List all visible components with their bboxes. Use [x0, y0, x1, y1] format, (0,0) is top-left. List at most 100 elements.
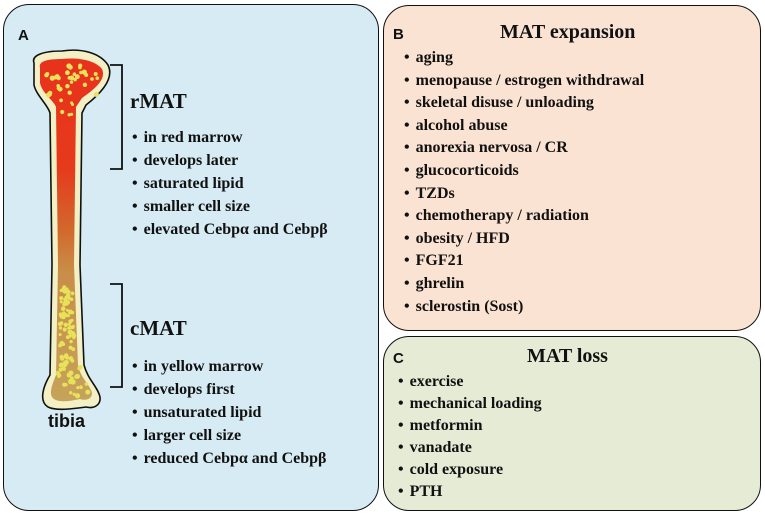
list-item: glucocorticoids [404, 160, 644, 183]
list-item: anorexia nervosa / CR [404, 137, 644, 160]
fat-cells [44, 63, 100, 399]
fat-cell [71, 331, 76, 336]
list-item: skeletal disuse / unloading [404, 92, 644, 115]
fat-cell [71, 347, 76, 352]
fat-cell [74, 393, 81, 399]
fat-cell [64, 295, 69, 300]
fat-cell [63, 362, 68, 368]
list-item: aging [404, 47, 644, 70]
fat-cell [84, 382, 89, 386]
fat-cell [75, 74, 80, 80]
list-item: exercise [398, 371, 542, 393]
fat-cell [95, 76, 100, 80]
fat-cell [76, 386, 80, 390]
list-item: PTH [398, 481, 542, 503]
rmat-label: rMAT [130, 89, 187, 113]
tibia-illustration [32, 49, 123, 411]
list-item: saturated lipid [132, 172, 328, 195]
fat-cell [93, 72, 98, 76]
fat-cell [82, 82, 88, 88]
fat-cell [70, 310, 75, 315]
fat-cell [69, 297, 74, 302]
fat-cell [60, 306, 66, 312]
fat-cell [61, 366, 66, 371]
fat-cell [68, 357, 73, 361]
list-item: cold exposure [398, 459, 542, 481]
fat-cell [61, 287, 66, 291]
fat-cell [93, 92, 99, 97]
fat-cell [70, 101, 74, 105]
fat-cell [65, 70, 70, 76]
fat-cell [57, 373, 62, 378]
fat-cell [72, 336, 76, 340]
fat-cell [75, 373, 80, 379]
fat-cell [73, 77, 77, 82]
fat-cell [69, 80, 74, 84]
fat-cell [44, 73, 49, 78]
fat-cell [65, 335, 70, 340]
fat-cell [49, 75, 55, 81]
fat-cell [59, 296, 64, 301]
fat-cell [67, 322, 71, 326]
tibia-label: tibia [48, 411, 86, 431]
list-item: smaller cell size [132, 195, 328, 218]
list-item: alcohol abuse [404, 115, 644, 138]
panel-a-letter: A [18, 27, 29, 44]
list-item: ghrelin [404, 273, 644, 296]
cmat-properties-list: in yellow marrow develops first unsatura… [132, 355, 327, 470]
list-item: develops first [132, 378, 326, 401]
fat-cell [56, 84, 60, 88]
fat-cell [62, 302, 67, 307]
list-item: TZDs [404, 183, 644, 206]
fat-cell [70, 376, 74, 381]
fat-cell [67, 76, 72, 80]
list-item: develops later [132, 149, 328, 172]
fat-cell [70, 318, 74, 322]
fat-cell [60, 109, 65, 115]
fat-cell [54, 74, 60, 79]
fat-cell [78, 365, 83, 370]
fat-cell [65, 300, 71, 305]
fat-cell [81, 69, 87, 75]
rmat-properties-list: in red marrow develops later saturated l… [132, 126, 328, 241]
marrow-cavity [39, 58, 104, 402]
panel-a-bone-diagram: A rMAT in red marrow develops later satu… [3, 4, 379, 511]
fat-cell [72, 324, 75, 328]
mat-expansion-list: aging menopause / estrogen withdrawal sk… [404, 47, 645, 318]
fat-cell [62, 382, 67, 387]
fat-cell [62, 327, 67, 332]
panel-b-mat-expansion: B MAT expansion aging menopause / estrog… [383, 5, 761, 331]
list-item: obesity / HFD [404, 228, 644, 251]
list-item: metformin [398, 415, 542, 437]
fat-cell [60, 356, 65, 361]
list-item: in yellow marrow [132, 355, 326, 378]
fat-cell [67, 326, 71, 330]
list-item: in red marrow [132, 126, 328, 149]
fat-cell [58, 367, 63, 372]
fat-cell [70, 291, 75, 296]
panel-c-title: MAT loss [527, 345, 608, 367]
fat-cell [67, 329, 73, 335]
fat-cell [63, 354, 68, 359]
fat-cell [58, 333, 62, 337]
fat-cell [65, 84, 70, 89]
fat-cell [66, 308, 69, 312]
list-item: vanadate [398, 437, 542, 459]
panel-b-title: MAT expansion [500, 21, 636, 43]
fat-cell [69, 391, 73, 395]
fat-cell [58, 322, 62, 326]
list-item: menopause / estrogen withdrawal [404, 70, 645, 93]
list-item: elevated Cebpα and Cebpβ [132, 218, 328, 241]
list-item: FGF21 [404, 250, 644, 273]
fat-cell [59, 340, 65, 346]
rmat-bracket [110, 64, 123, 170]
fat-cell [67, 314, 70, 318]
fat-cell [57, 86, 63, 92]
cmat-bracket [110, 283, 123, 388]
fat-cell [90, 77, 94, 81]
fat-cell [58, 326, 63, 330]
list-item: chemotherapy / radiation [404, 205, 644, 228]
fat-cell [59, 312, 65, 318]
fat-cell [70, 112, 74, 116]
list-item: larger cell size [132, 424, 326, 447]
